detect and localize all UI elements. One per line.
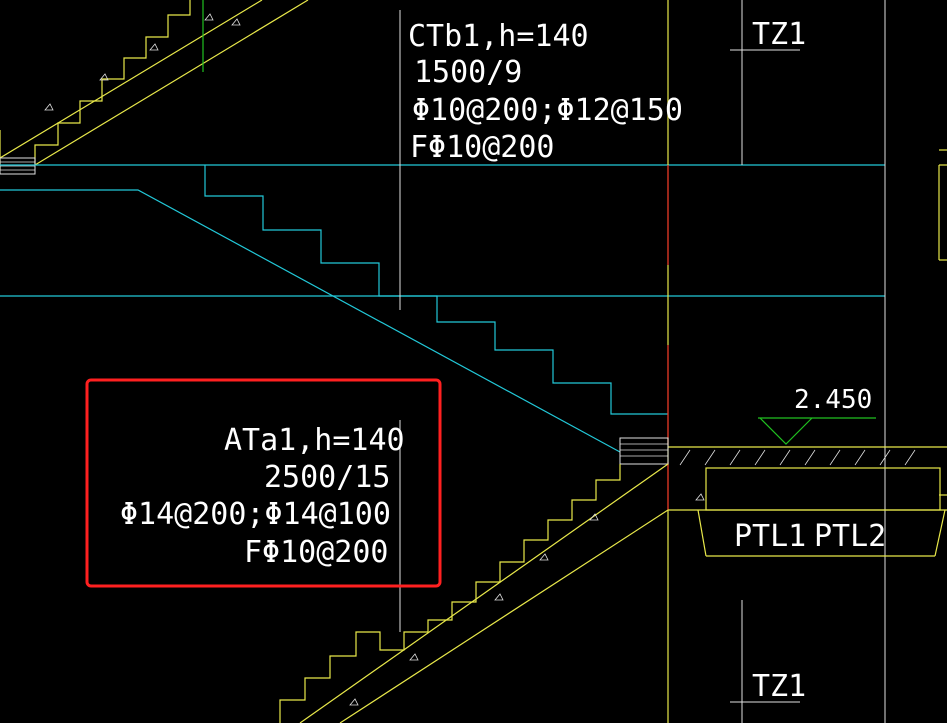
lower-landing-support xyxy=(619,437,669,465)
lower-stair-dist-rebar: FΦ10@200 xyxy=(244,535,389,570)
column-top-text: TZ1 xyxy=(752,17,806,52)
upper-stair-name: CTb1,h=140 xyxy=(408,19,589,54)
upper-stair-dist-rebar: FΦ10@200 xyxy=(410,130,555,165)
elevation-text: 2.450 xyxy=(794,385,872,415)
column-label-bottom: TZ1 xyxy=(730,669,806,704)
column-bottom-text: TZ1 xyxy=(752,669,806,704)
beam-right-label: PTL2 xyxy=(814,519,886,554)
lower-stair-rebar: Φ14@200;Φ14@100 xyxy=(120,497,391,532)
middle-flight-cyan xyxy=(0,164,885,453)
landing-slab-hatch xyxy=(679,449,916,466)
upper-landing-support xyxy=(0,157,36,175)
landing-slab xyxy=(668,446,947,557)
beam-left-label: PTL1 xyxy=(734,519,806,554)
lower-stair-annotation: ATa1,h=140 2500/15 Φ14@200;Φ14@100 FΦ10@… xyxy=(120,423,405,570)
column-frame-right xyxy=(667,0,947,723)
lower-flight xyxy=(279,463,669,723)
upper-stair-annotation: CTb1,h=140 1500/9 Φ10@200;Φ12@150 FΦ10@2… xyxy=(408,19,683,165)
upper-flight-hatch-marks xyxy=(44,13,241,111)
lower-stair-size: 2500/15 xyxy=(264,460,390,495)
upper-stair-rebar: Φ10@200;Φ12@150 xyxy=(412,93,683,128)
elevation-marker xyxy=(758,417,876,445)
column-label-top: TZ1 xyxy=(730,17,806,52)
upper-stair-size: 1500/9 xyxy=(414,55,522,90)
upper-left-flight xyxy=(0,0,309,170)
lower-flight-hatch-marks xyxy=(349,493,705,706)
highlight-box xyxy=(85,378,442,588)
lower-stair-name: ATa1,h=140 xyxy=(224,423,405,458)
